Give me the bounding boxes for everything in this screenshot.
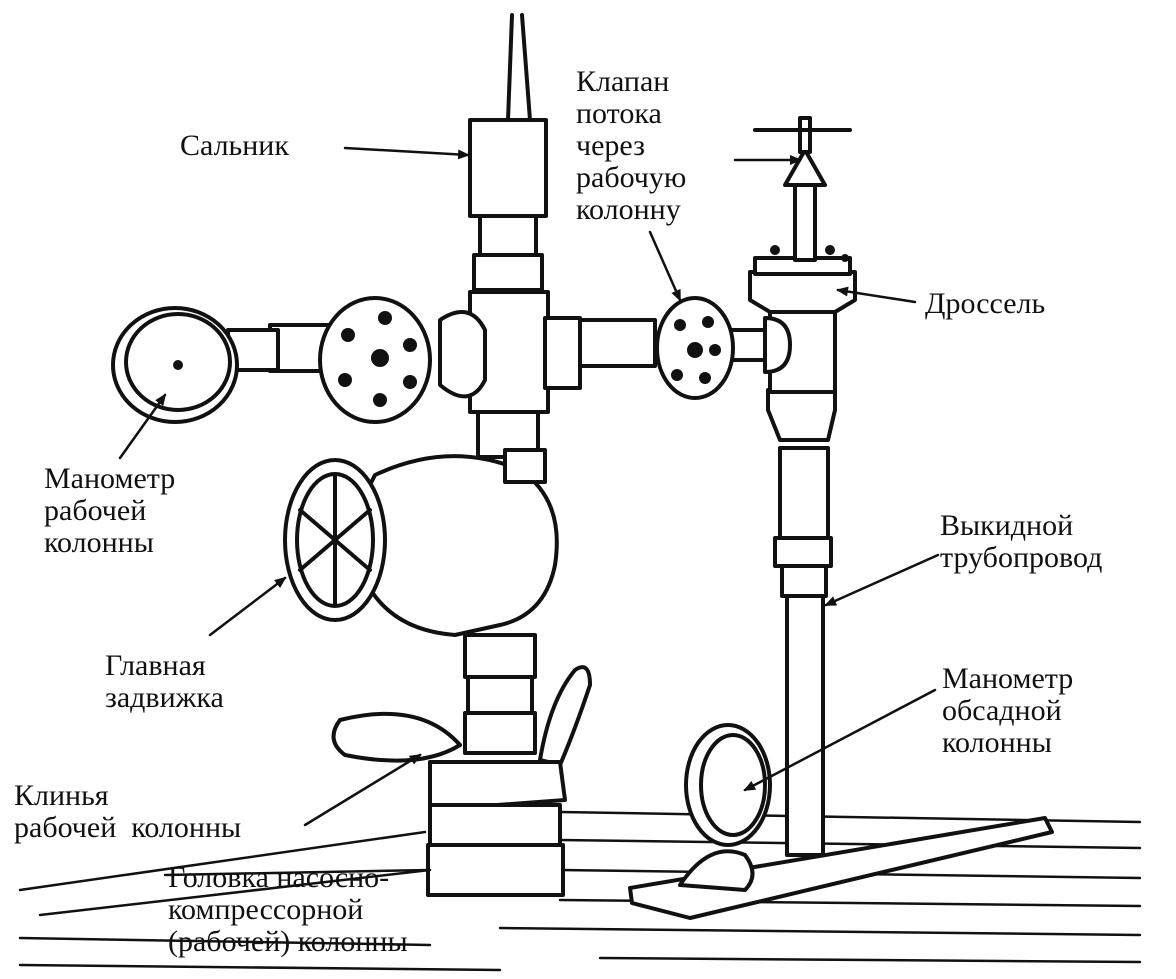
label-casing-gauge-line3: колонны xyxy=(942,726,1052,759)
label-flowline-line1: Выкидной xyxy=(940,509,1074,542)
leader-arrows xyxy=(118,146,940,877)
label-tubing-gauge-line2: рабочей xyxy=(44,494,147,527)
label-tubing-gauge: Манометр рабочей колонны xyxy=(44,463,175,559)
label-flowline-line2: трубопровод xyxy=(940,541,1103,574)
label-flowline: Выкидной трубопровод xyxy=(940,510,1102,574)
label-tubing-gauge-line1: Манометр xyxy=(44,462,176,495)
label-flow-valve-line2: потока xyxy=(576,97,662,130)
label-tubing-head-line1: Головка насосно- xyxy=(168,861,390,894)
lower-tubing xyxy=(463,633,537,755)
label-flow-valve-line5: колонну xyxy=(576,193,681,226)
flow-valve-flange xyxy=(573,296,735,400)
label-slips-line2: рабочей колонны xyxy=(14,811,242,844)
handwheel xyxy=(283,458,387,622)
label-casing-gauge-line1: Манометр xyxy=(942,662,1074,695)
label-flow-valve-line4: рабочую xyxy=(576,161,687,194)
tubing-gauge-dial xyxy=(111,306,280,424)
label-choke: Дроссель xyxy=(925,288,1045,320)
label-slips: Клинья рабочей колонны xyxy=(14,780,241,844)
label-main-valve-line2: задвижка xyxy=(105,681,224,714)
label-main-valve-line1: Главная xyxy=(105,649,206,682)
label-flow-valve-line3: через xyxy=(576,129,645,162)
label-flow-valve: Клапан потока через рабочую колонну xyxy=(576,66,686,226)
wellhead-cross xyxy=(438,290,582,459)
label-tubing-head-line3: (рабочей) колонны xyxy=(168,925,408,958)
label-casing-gauge: Манометр обсадной колонны xyxy=(942,663,1073,759)
label-flow-valve-line1: Клапан xyxy=(576,65,670,98)
label-slips-line1: Клинья xyxy=(14,779,109,812)
label-casing-gauge-line2: обсадной xyxy=(942,694,1062,727)
slips-handles xyxy=(331,665,592,767)
left-flange xyxy=(268,296,432,424)
tubing-head-body xyxy=(426,760,567,897)
master-valve-body xyxy=(357,448,559,637)
choke-body xyxy=(748,116,857,314)
label-main-valve: Главная задвижка xyxy=(105,650,224,714)
choke-connector xyxy=(728,316,792,374)
stuffing-box xyxy=(468,13,548,218)
label-tubing-gauge-line3: колонны xyxy=(44,526,154,559)
tubing-stem xyxy=(472,213,544,292)
flowline-pipe xyxy=(766,308,837,857)
label-choke-text: Дроссель xyxy=(925,287,1046,320)
label-tubing-head-line2: компрессорной xyxy=(168,893,364,926)
label-stuffing-box-text: Сальник xyxy=(180,129,289,162)
casing-gauge-dial xyxy=(678,723,772,892)
label-stuffing-box: Сальник xyxy=(180,130,289,162)
wooden-plank xyxy=(628,816,1054,920)
label-tubing-head: Головка насосно- компрессорной (рабочей)… xyxy=(168,862,408,958)
